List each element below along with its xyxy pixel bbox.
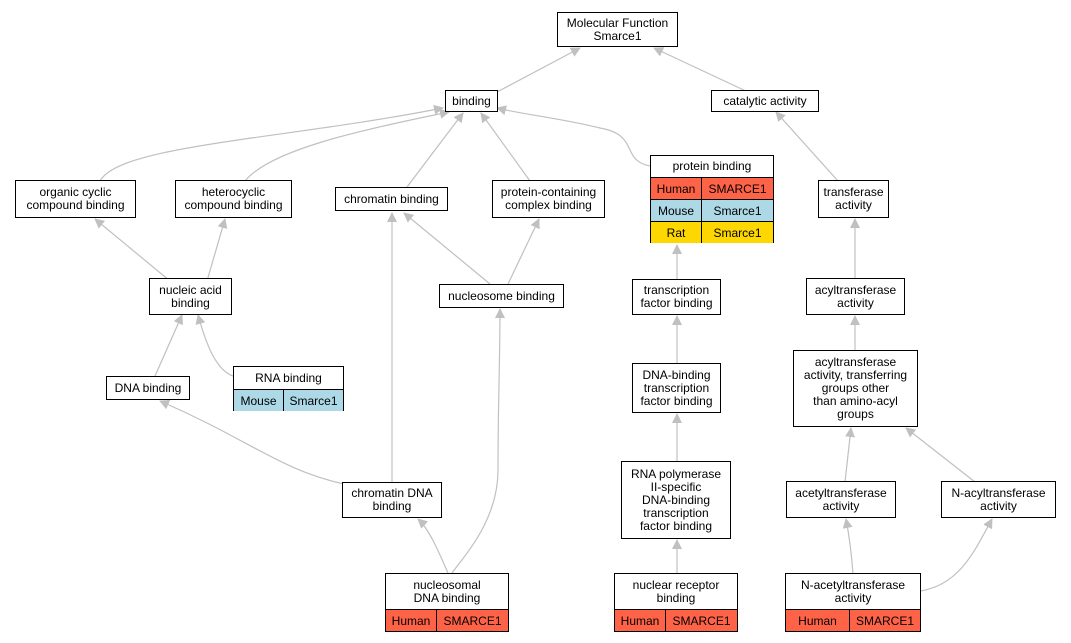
edge-organic-to-binding <box>99 104 444 182</box>
gene-cell: Smarce1 <box>702 200 773 221</box>
node-label: protein binding <box>651 156 773 177</box>
edge-nucleosome-to-chromatin <box>403 212 491 285</box>
node-organic-cyclic-compound-binding[interactable]: organic cyclic compound binding <box>15 180 136 218</box>
node-label: heterocyclic compound binding <box>184 185 283 212</box>
edge-proteinbinding-to-binding <box>496 105 651 167</box>
species-cell: Human <box>615 610 666 631</box>
species-row-rat: Rat Smarce1 <box>651 221 773 243</box>
species-cell: Human <box>386 610 437 631</box>
edge-nucleic-to-heterocyclic <box>206 218 228 282</box>
node-label: RNA binding <box>234 367 343 389</box>
node-dna-binding[interactable]: DNA binding <box>106 376 190 400</box>
node-label: Molecular Function Smarce1 <box>566 15 669 43</box>
node-label: RNA polymerase II-specific DNA-binding t… <box>630 466 722 533</box>
node-nuclear-receptor-binding[interactable]: nuclear receptor binding Human SMARCE1 <box>614 573 738 632</box>
species-row-mouse: Mouse Smarce1 <box>651 199 773 221</box>
edge-dna-to-nucleic <box>154 314 183 377</box>
species-row-human: Human SMARCE1 <box>615 609 737 631</box>
node-nucleosome-binding[interactable]: nucleosome binding <box>439 284 564 308</box>
node-n-acetyltransferase-activity[interactable]: N-acetyltransferase activity Human SMARC… <box>785 573 921 632</box>
node-catalytic-activity[interactable]: catalytic activity <box>711 90 819 112</box>
edge-nacetyl-to-acetyl <box>842 518 854 575</box>
node-label: DNA binding <box>114 380 182 395</box>
node-label: acetyltransferase activity <box>795 485 887 513</box>
species-row-human: Human SMARCE1 <box>651 177 773 199</box>
species-cell: Mouse <box>651 200 702 221</box>
edge-nucleic-to-organic <box>94 218 171 282</box>
node-acyltransferase-transferring-groups[interactable]: acyltransferase activity, transferring g… <box>793 350 918 427</box>
node-label: chromatin binding <box>344 191 439 206</box>
node-label: protein-containing complex binding <box>500 185 597 212</box>
node-label: binding <box>452 93 491 108</box>
node-nucleic-acid-binding[interactable]: nucleic acid binding <box>149 278 232 315</box>
node-rna-binding[interactable]: RNA binding Mouse Smarce1 <box>233 366 344 411</box>
edge-heterocyclic-to-binding <box>244 108 450 182</box>
edge-catalytic-to-mf <box>653 47 749 93</box>
species-cell: Human <box>786 610 850 631</box>
node-label: nucleosomal DNA binding <box>386 574 508 609</box>
gene-cell: Smarce1 <box>284 390 343 411</box>
node-label: nucleosome binding <box>448 288 555 303</box>
species-cell: Mouse <box>234 390 284 411</box>
node-label: transcription factor binding <box>640 283 713 310</box>
node-chromatin-dna-binding[interactable]: chromatin DNA binding <box>342 482 442 518</box>
node-label: N-acetyltransferase activity <box>786 574 920 609</box>
gene-cell: SMARCE1 <box>666 610 737 631</box>
edge-chromatin-to-binding <box>406 112 464 188</box>
species-cell: Human <box>651 178 702 199</box>
species-row-human: Human SMARCE1 <box>386 609 508 631</box>
gene-cell: SMARCE1 <box>437 610 508 631</box>
edge-acetyl-to-acylgroups <box>844 427 855 483</box>
edge-nucleosome-to-protcomplex <box>507 218 540 285</box>
node-label: acyltransferase activity, transferring g… <box>803 355 908 421</box>
node-rna-polymerase-ii-specific-tf-binding[interactable]: RNA polymerase II-specific DNA-binding t… <box>621 461 731 539</box>
edge-protcomplex-to-binding <box>480 112 531 182</box>
species-cell: Rat <box>651 222 702 243</box>
edge-nacetyl-to-nacyl <box>919 518 993 592</box>
node-chromatin-binding[interactable]: chromatin binding <box>335 187 448 211</box>
node-transferase-activity[interactable]: transferase activity <box>818 180 889 218</box>
node-heterocyclic-compound-binding[interactable]: heterocyclic compound binding <box>175 180 292 218</box>
edge-nacyl-to-acylgroups <box>905 427 976 483</box>
species-row-mouse: Mouse Smarce1 <box>234 389 343 411</box>
node-transcription-factor-binding[interactable]: transcription factor binding <box>632 279 721 315</box>
node-label: organic cyclic compound binding <box>26 185 125 212</box>
node-n-acyltransferase-activity[interactable]: N-acyltransferase activity <box>941 481 1056 518</box>
edge-nucleosomal-to-nucleosome <box>451 308 505 574</box>
node-acetyltransferase-activity[interactable]: acetyltransferase activity <box>786 481 896 518</box>
edge-binding-to-mf <box>496 47 581 93</box>
node-label: nuclear receptor binding <box>615 574 737 609</box>
node-nucleosomal-dna-binding[interactable]: nucleosomal DNA binding Human SMARCE1 <box>385 573 509 632</box>
node-label: acyltransferase activity <box>814 282 897 310</box>
node-protein-containing-complex-binding[interactable]: protein-containing complex binding <box>492 180 605 218</box>
edge-nucleosomal-to-chromatindna <box>417 518 449 574</box>
edge-rna-to-nucleic <box>195 314 234 377</box>
edge-transferase-to-catalytic <box>775 111 839 182</box>
edge-chromatindna-to-dna <box>159 399 345 485</box>
node-label: transferase activity <box>823 185 884 212</box>
species-row-human: Human SMARCE1 <box>786 609 920 631</box>
node-label: nucleic acid binding <box>159 282 222 310</box>
node-label: DNA-binding transcription factor binding <box>640 367 713 408</box>
node-dna-binding-transcription-factor-binding[interactable]: DNA-binding transcription factor binding <box>632 363 721 413</box>
node-protein-binding[interactable]: protein binding Human SMARCE1 Mouse Smar… <box>650 155 774 243</box>
node-molecular-function[interactable]: Molecular Function Smarce1 <box>557 12 678 47</box>
node-binding[interactable]: binding <box>445 90 498 112</box>
node-acyltransferase-activity[interactable]: acyltransferase activity <box>806 278 905 315</box>
gene-cell: Smarce1 <box>702 222 773 243</box>
node-label: N-acyltransferase activity <box>951 485 1046 513</box>
gene-cell: SMARCE1 <box>850 610 920 631</box>
node-label: catalytic activity <box>723 93 807 108</box>
gene-cell: SMARCE1 <box>702 178 773 199</box>
node-label: chromatin DNA binding <box>351 486 433 513</box>
